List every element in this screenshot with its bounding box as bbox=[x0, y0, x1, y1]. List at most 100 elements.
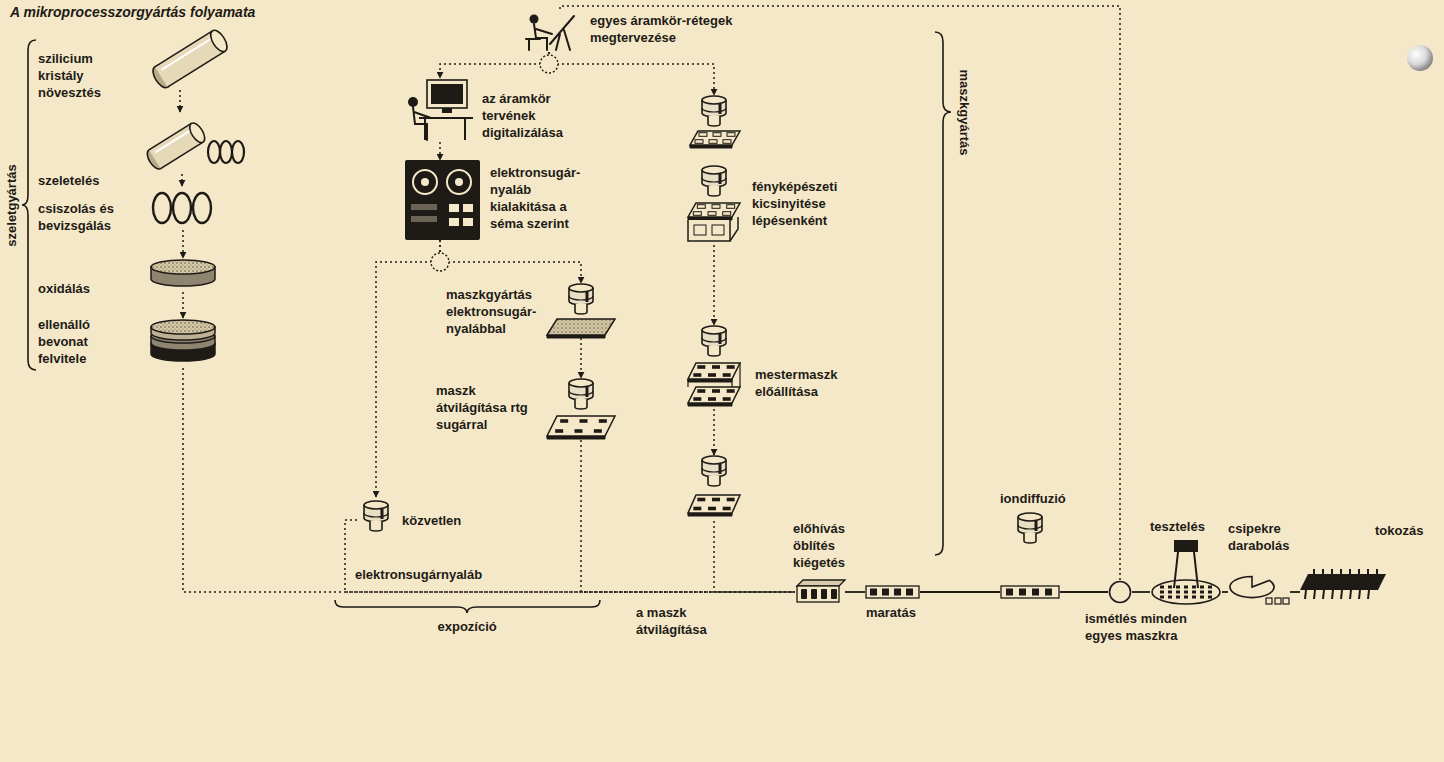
circuit-mark bbox=[693, 373, 701, 377]
process-step: maratás bbox=[865, 585, 920, 599]
projector-lens bbox=[370, 521, 382, 531]
projector bbox=[702, 326, 726, 356]
step-icon bbox=[150, 28, 230, 90]
chip-pin bbox=[1367, 569, 1369, 574]
chip-square bbox=[870, 589, 877, 596]
projector-lens bbox=[708, 186, 720, 196]
projector-cap bbox=[364, 501, 388, 509]
projector-band bbox=[702, 178, 726, 182]
circuit-mark bbox=[712, 389, 720, 393]
projector-shade bbox=[719, 174, 722, 184]
circuit-mark bbox=[580, 419, 588, 423]
frame-mark bbox=[693, 212, 701, 216]
process-step: csipekre darabolás bbox=[1228, 565, 1290, 605]
process-step: elektronsugár-nyaláb kialakitása a séma … bbox=[405, 160, 480, 240]
flow-connector bbox=[345, 520, 795, 592]
projector-cap bbox=[569, 379, 593, 387]
tape-unit bbox=[405, 160, 480, 240]
step-illustration bbox=[797, 580, 845, 602]
die-mark bbox=[1184, 596, 1188, 599]
chip-square bbox=[894, 589, 901, 596]
step-label: közvetlen bbox=[402, 512, 461, 529]
plate bbox=[547, 319, 615, 335]
chip-pin bbox=[1349, 569, 1351, 574]
die-mark bbox=[1168, 591, 1172, 594]
projector bbox=[702, 456, 726, 486]
step-illustration bbox=[547, 284, 615, 338]
circuit-mark bbox=[712, 498, 720, 502]
wafer-ring bbox=[193, 193, 211, 223]
chip-pin bbox=[1314, 590, 1315, 599]
circuit-mark bbox=[727, 498, 735, 502]
projector-band bbox=[569, 391, 593, 395]
chip-pin bbox=[1368, 590, 1369, 599]
group-label: maszkgyártás bbox=[956, 69, 973, 155]
step-illustration bbox=[547, 379, 615, 439]
disk-top bbox=[151, 320, 215, 334]
circuit-mark bbox=[594, 429, 602, 433]
die-mark bbox=[1168, 596, 1172, 599]
chip-pin bbox=[1359, 590, 1360, 599]
die-mark bbox=[1176, 586, 1180, 589]
circuit-mark bbox=[708, 397, 716, 401]
step-illustration bbox=[1230, 576, 1289, 604]
step-label: oxidálás bbox=[38, 280, 138, 297]
step-icon bbox=[686, 95, 742, 245]
process-step: fényképészeti kicsinyitése lépésenként bbox=[686, 95, 742, 245]
frame-mark bbox=[699, 133, 707, 137]
chip-square bbox=[906, 589, 913, 596]
junction-circle bbox=[431, 253, 449, 271]
chip-square bbox=[1006, 589, 1013, 596]
step-icon bbox=[1108, 580, 1132, 604]
step-label: ismétlés minden egyes maszkra bbox=[1085, 610, 1207, 644]
flow-connector bbox=[439, 142, 441, 160]
flow-connector bbox=[1290, 591, 1300, 593]
flow-connector bbox=[183, 368, 795, 592]
plate bbox=[547, 416, 615, 436]
circuit-mark bbox=[727, 365, 735, 369]
flow-connector bbox=[713, 245, 715, 325]
flow-connector bbox=[713, 409, 715, 455]
circuit-mark bbox=[599, 419, 607, 423]
tape-button bbox=[449, 204, 459, 212]
step-illustration bbox=[1152, 540, 1220, 604]
frame-mark bbox=[713, 133, 721, 137]
flow-connector bbox=[560, 6, 1120, 580]
tape-reel bbox=[447, 170, 471, 194]
flow-connector bbox=[182, 230, 184, 258]
circuit-mark bbox=[723, 397, 731, 401]
step-icon bbox=[148, 112, 248, 174]
die-mark bbox=[1168, 586, 1172, 589]
frame-mark bbox=[727, 205, 735, 209]
wafer-ring bbox=[173, 193, 191, 223]
flow-connector bbox=[845, 591, 865, 593]
step-illustration bbox=[1110, 582, 1131, 603]
frame-mark bbox=[712, 225, 724, 235]
wafer-slice bbox=[208, 141, 220, 163]
process-step: szeletelés bbox=[148, 112, 248, 174]
tape-panel bbox=[411, 216, 437, 222]
frame-box bbox=[730, 217, 738, 241]
step-illustration bbox=[144, 121, 244, 172]
step-illustration bbox=[408, 80, 473, 140]
process-step: a maszk átvilágítása bbox=[684, 455, 744, 521]
step-label: maratás bbox=[866, 604, 916, 621]
group-bracket bbox=[22, 40, 36, 370]
wafer-strip bbox=[1001, 586, 1059, 598]
frame-mark bbox=[727, 133, 735, 137]
frame-mark bbox=[708, 212, 716, 216]
tape-reel bbox=[413, 170, 437, 194]
process-step: közvetlenelektronsugárnyaláb bbox=[357, 497, 395, 535]
step-icon bbox=[795, 578, 845, 604]
plate bbox=[690, 131, 740, 145]
process-step: az áramkör tervének digitalizálása bbox=[405, 78, 475, 142]
chip-pin bbox=[1376, 569, 1378, 574]
projector-shade bbox=[586, 292, 589, 302]
frame-mark bbox=[712, 205, 720, 209]
projector bbox=[569, 284, 593, 314]
person-head bbox=[408, 97, 418, 107]
projector-cap bbox=[702, 326, 726, 334]
monitor-stand bbox=[442, 108, 452, 113]
projector-shade bbox=[719, 334, 722, 344]
